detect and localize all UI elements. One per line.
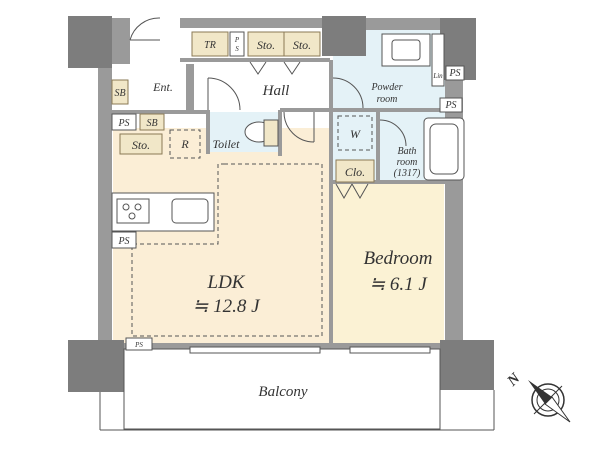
- bedroom-label: Bedroom: [364, 248, 433, 269]
- toilet-label: Toilet: [213, 137, 241, 151]
- sto-label-1: Sto.: [257, 38, 275, 52]
- balcony-label: Balcony: [258, 384, 307, 400]
- column-top-left: [68, 16, 112, 68]
- ldk-size: ≒ 12.8 J: [192, 296, 261, 317]
- column-bottom-left: [68, 340, 124, 392]
- washer-area: [337, 115, 373, 151]
- sb-box-2: SB: [139, 113, 165, 131]
- sb-label-1: SB: [114, 88, 125, 99]
- clo-label: Clo.: [345, 165, 365, 179]
- entrance-floor: [128, 64, 186, 112]
- ps-box-entrance: PS: [111, 113, 137, 131]
- sb-box-1: SB: [111, 79, 129, 105]
- ldk-label: LDK: [207, 272, 246, 293]
- interior-walls: [112, 58, 445, 343]
- sb-label-2: SB: [146, 118, 157, 129]
- column-bottom-right: [440, 340, 494, 390]
- powder-sink: [381, 33, 445, 87]
- ps-box-right-1: PS: [445, 65, 465, 81]
- lin-label: Lin: [432, 72, 443, 80]
- tr-label: TR: [204, 40, 216, 51]
- ps-label-right-1: PS: [448, 68, 460, 79]
- w-label: W: [350, 127, 361, 141]
- ps-label-kitchen: PS: [117, 236, 129, 247]
- ps-box-bottom: PS: [125, 337, 153, 351]
- ps-box-top: P S: [229, 31, 245, 57]
- balcony-area: [99, 346, 495, 431]
- ps-label-right-2: PS: [444, 100, 456, 111]
- hall-label: Hall: [262, 83, 290, 99]
- ldk-ceiling-outline: [131, 163, 323, 337]
- doors: [129, 17, 407, 200]
- ps-box-right-2: PS: [439, 97, 463, 113]
- clo-box: Clo.: [335, 159, 375, 183]
- tr-box: TR: [191, 31, 229, 57]
- bathtub: [423, 117, 465, 181]
- compass-icon: [528, 380, 571, 423]
- ps-label-top-2: S: [235, 45, 239, 53]
- powder-label-2: room: [377, 94, 398, 105]
- north-label: N: [504, 370, 525, 391]
- powder-label-1: Powder: [370, 82, 402, 93]
- kitchen-counter: [111, 192, 215, 232]
- sto-label-2: Sto.: [293, 38, 311, 52]
- ps-label-top-1: P: [234, 36, 240, 44]
- sto-box-3: Sto.: [119, 133, 163, 155]
- ps-box-kitchen: PS: [111, 231, 137, 249]
- bedroom-size: ≒ 6.1 J: [369, 274, 428, 295]
- refrigerator-area: [169, 129, 201, 159]
- r-label: R: [180, 137, 189, 151]
- sto-label-3: Sto.: [132, 138, 150, 152]
- bath-label-1: Bath: [398, 146, 417, 157]
- toilet-fixture: [244, 119, 279, 147]
- ent-label: Ent.: [152, 80, 173, 94]
- bath-label-2: room: [397, 157, 418, 168]
- ps-label-entrance: PS: [117, 118, 129, 129]
- sto-box-1: Sto.: [247, 31, 285, 57]
- bedroom-floor: [333, 184, 444, 343]
- ps-label-bottom: PS: [134, 341, 143, 349]
- sto-box-2: Sto.: [283, 31, 321, 57]
- bath-label-3: (1317): [394, 168, 421, 179]
